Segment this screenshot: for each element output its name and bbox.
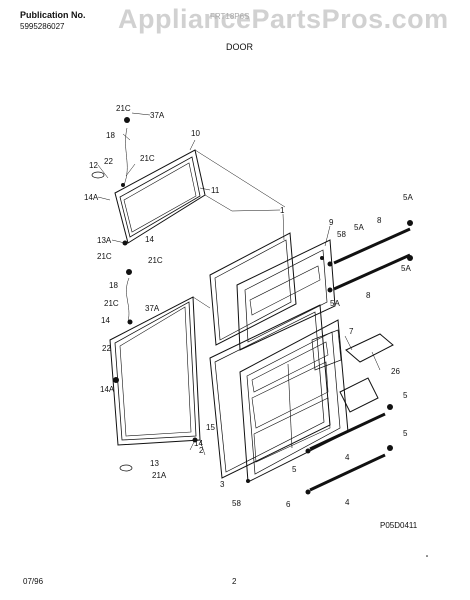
callout-2: 2 [199,446,204,455]
freezer-handle-upper [333,227,411,265]
callout-37a-lower: 37A [145,304,160,313]
door-rail-upper [309,412,386,451]
header: AppliancePartsPros.com Publication No. 5… [0,0,470,60]
callout-5-right: 5 [403,429,408,438]
callout-14a-lower: 14A [100,385,115,394]
callout-22-lower: 22 [102,344,111,353]
model-number: FRT18P6S [210,12,250,21]
callout-26: 26 [391,367,400,376]
freezer-door-gasket [114,149,206,244]
callout-22: 22 [104,157,113,166]
callout-9: 9 [329,218,334,227]
callout-8-top: 8 [377,216,382,225]
callout-3: 3 [220,480,225,489]
callout-14-lower: 14 [101,316,110,325]
callout-5a-left: 5A [330,299,340,308]
callout-5-mid: 5 [292,465,297,474]
callout-21c-hinge: 21C [148,256,163,265]
callout-21c-left: 21C [97,252,112,261]
callout-5a-top: 5A [403,193,413,202]
publication-label: Publication No. [20,10,86,20]
callout-7: 7 [349,327,354,336]
callout-4-top: 4 [345,453,350,462]
callout-12: 12 [89,161,98,170]
callout-21a: 21A [152,471,167,480]
callout-15: 15 [206,423,215,432]
callout-18-lower: 18 [109,281,118,290]
callout-14-bottom: 14 [194,439,203,448]
callout-11: 11 [211,186,220,195]
section-title: DOOR [226,42,253,52]
dairy-box [339,377,379,413]
callout-1: 1 [280,206,285,215]
callout-14a: 14A [84,193,99,202]
publication-number: 5995286027 [20,22,65,31]
callout-4-bottom: 4 [345,498,350,507]
callout-8-bottom: 8 [366,291,371,300]
footer-date: 07/96 [23,577,44,586]
callout-21c-top: 21C [116,104,131,113]
freezer-handle-lower [333,253,411,291]
callout-13: 13 [150,459,159,468]
freezer-door-panel [236,239,336,351]
callout-14: 14 [145,235,154,244]
fresh-food-inner-door [239,319,349,483]
callout-58-bottom: 58 [232,499,241,508]
callout-13a: 13A [97,236,112,245]
freezer-door-liner [209,232,297,346]
drawing-code: P05D0411 [380,521,418,530]
callout-18: 18 [106,131,115,140]
callout-5a-mid: 5A [354,223,364,232]
door-rail-lower [309,453,386,492]
page-number: 2 [232,577,237,586]
callout-37a: 37A [150,111,165,120]
callout-6: 6 [286,500,291,509]
callout-5a-right: 5A [401,264,411,273]
callout-10: 10 [191,129,200,138]
callout-5-top: 5 [403,391,408,400]
callout-21c-lower: 21C [104,299,119,308]
egg-tray [345,333,394,363]
site-watermark: AppliancePartsPros.com [118,4,449,34]
callout-58-top: 58 [337,230,346,239]
callout-21c: 21C [140,154,155,163]
fresh-food-door-gasket [109,296,201,446]
